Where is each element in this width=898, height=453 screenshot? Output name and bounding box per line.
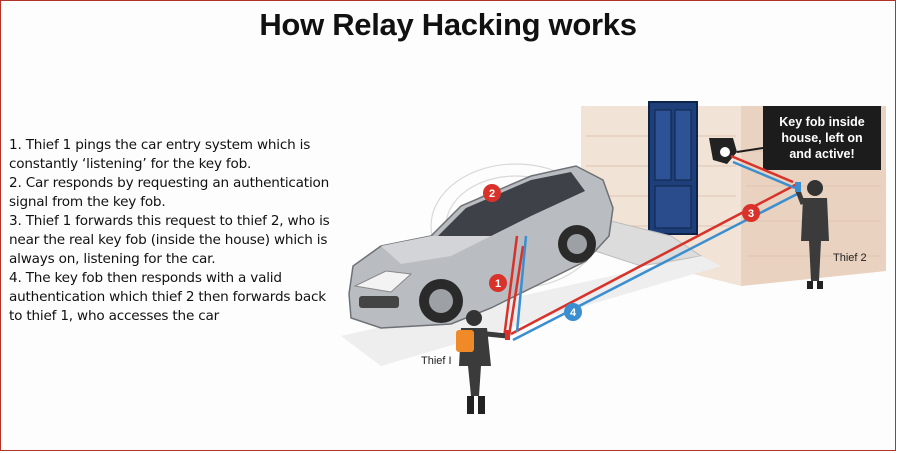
svg-text:4: 4	[570, 307, 577, 319]
badge-2: 2	[483, 184, 501, 202]
signal-1-red	[502, 235, 519, 339]
key-fob-callout: Key fob inside house, left on and active…	[736, 106, 881, 170]
callout-line-2: house, left on	[781, 131, 862, 145]
badge-3: 3	[742, 204, 760, 222]
thief-1-figure	[456, 310, 510, 414]
callout-line-3: and active!	[789, 147, 854, 161]
slide-title: How Relay Hacking works	[259, 7, 637, 42]
badge-4: 4	[564, 303, 582, 321]
thief-1-label: Thief I	[421, 355, 452, 367]
signal-3b-red	[730, 154, 794, 184]
step-3: 3. Thief 1 forwards this request to thie…	[9, 213, 330, 267]
svg-text:3: 3	[748, 208, 754, 220]
thief-2-label: Thief 2	[833, 252, 867, 264]
callout-line-1: Key fob inside	[779, 115, 864, 129]
signal-4b-blue	[732, 160, 796, 190]
thief-2-figure	[795, 180, 829, 289]
svg-text:1: 1	[495, 278, 501, 290]
svg-text:2: 2	[489, 188, 495, 200]
step-1: 1. Thief 1 pings the car entry system wh…	[9, 137, 311, 172]
relay-attack-illustration: Key fob inside house, left on and active…	[341, 101, 886, 414]
step-badges: 1 2 3 4	[483, 184, 760, 321]
step-2: 2. Car responds by requesting an authent…	[9, 175, 330, 210]
step-4: 4. The key fob then responds with a vali…	[9, 270, 326, 324]
car	[348, 165, 614, 329]
front-door	[648, 101, 698, 235]
key-fob-icon	[709, 138, 737, 164]
steps-list: 1. Thief 1 pings the car entry system wh…	[9, 136, 339, 326]
signal-2-red	[507, 245, 525, 337]
badge-1: 1	[489, 274, 507, 292]
